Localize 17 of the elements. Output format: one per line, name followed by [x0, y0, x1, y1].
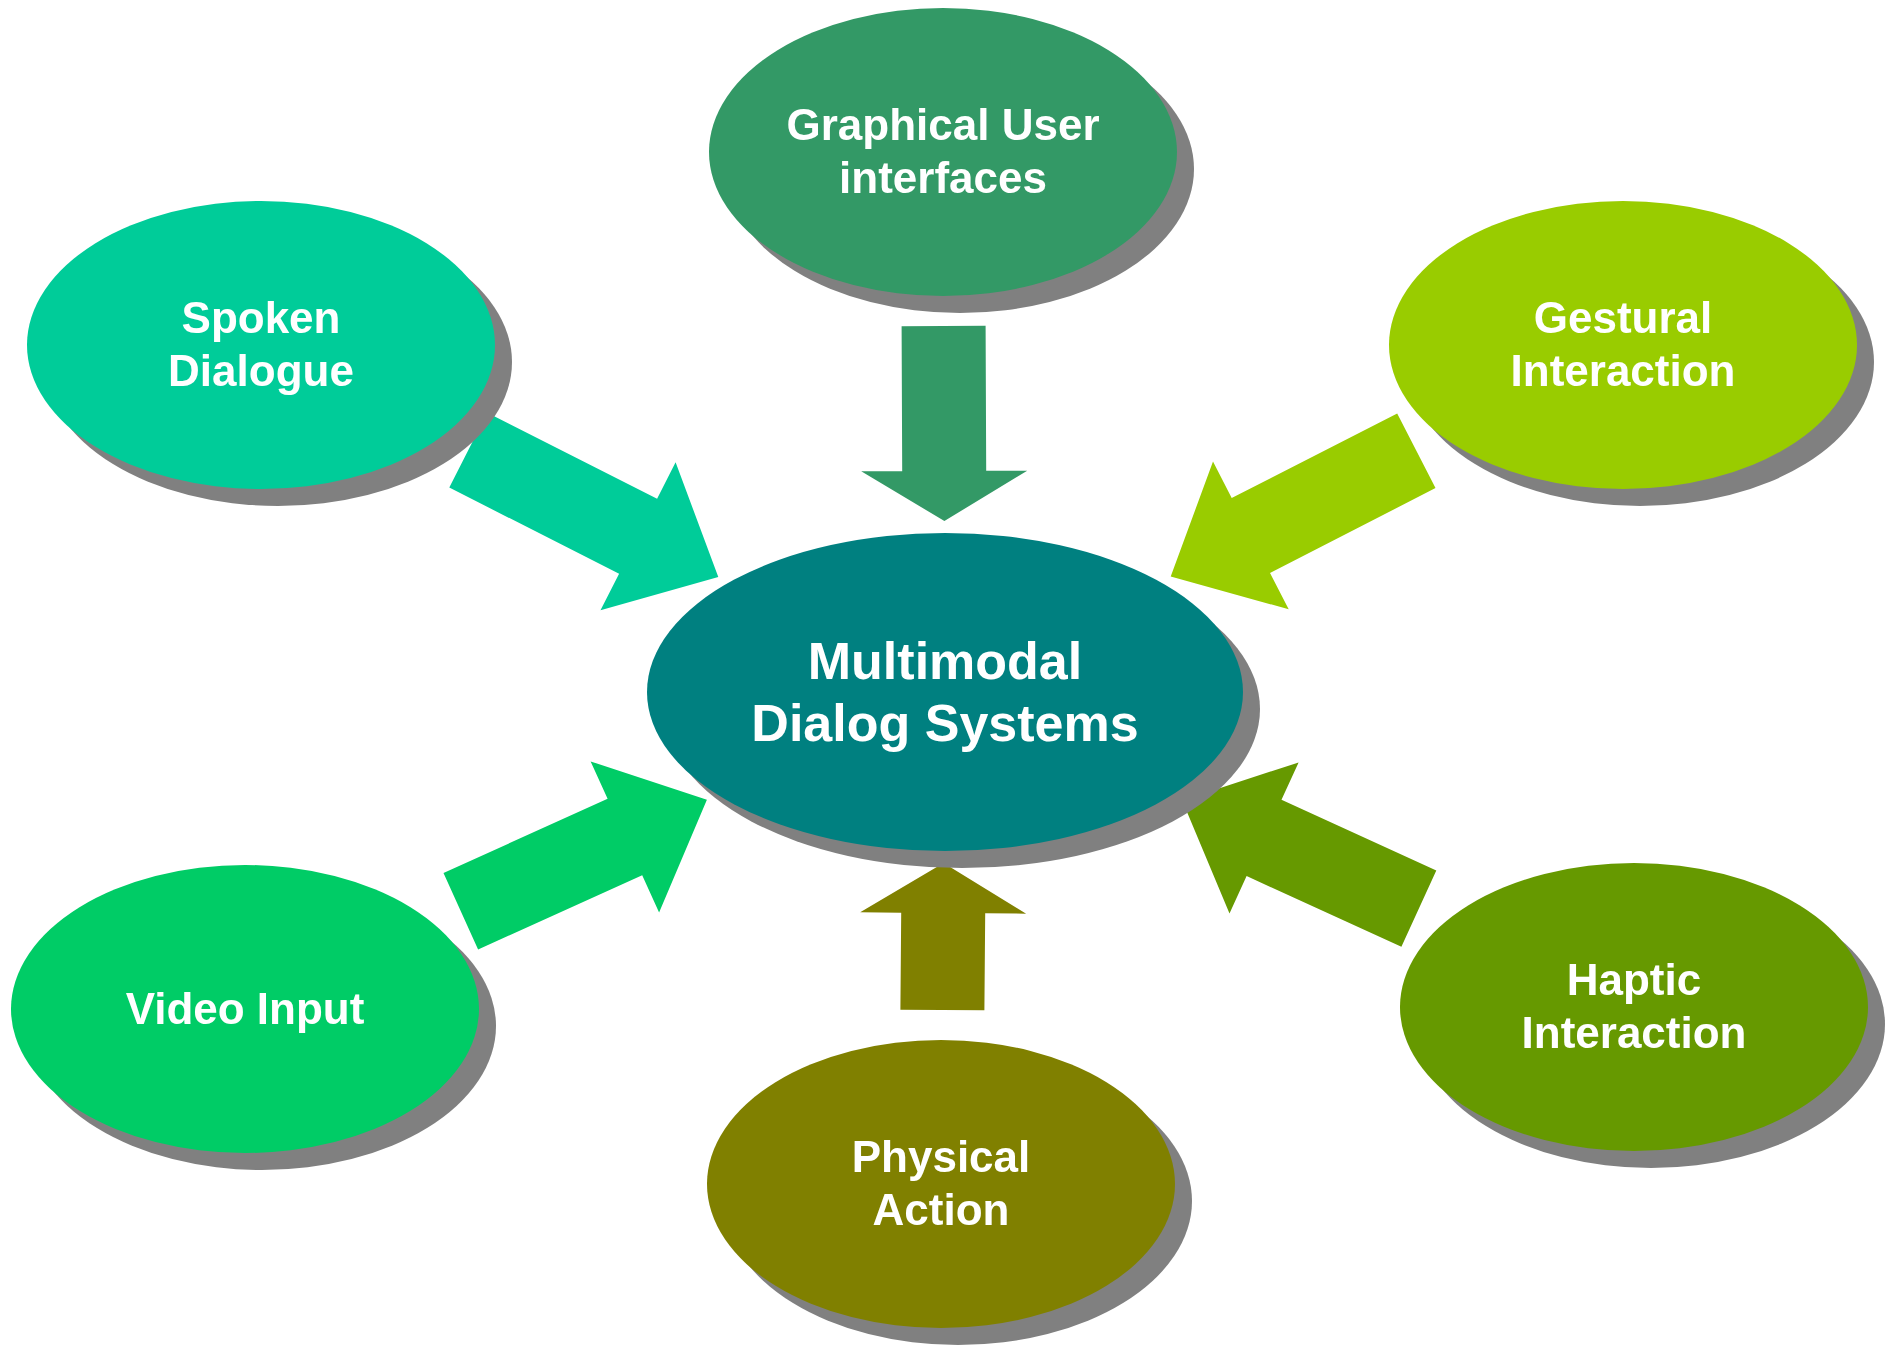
ellipse-node: [647, 533, 1260, 868]
ellipse-node: [1389, 201, 1874, 506]
ellipse-node: [11, 865, 496, 1170]
node-label: Graphical User interfaces: [785, 99, 1101, 204]
ellipse-node: [707, 1040, 1192, 1345]
block-arrow: [1170, 413, 1436, 610]
node-label: Gestural Interaction: [1509, 292, 1737, 397]
ellipse-node: [709, 8, 1194, 313]
ellipse-node: [1400, 863, 1885, 1168]
node-label: Haptic Interaction: [1520, 954, 1748, 1059]
block-arrow: [861, 325, 1028, 521]
node-label: Video Input: [125, 982, 365, 1035]
block-arrow: [443, 761, 707, 950]
node-label: Physical Action: [850, 1131, 1032, 1236]
ellipse-node: [27, 201, 512, 506]
node-label: Spoken Dialogue: [167, 292, 355, 397]
node-label: Multimodal Dialog Systems: [750, 630, 1140, 754]
